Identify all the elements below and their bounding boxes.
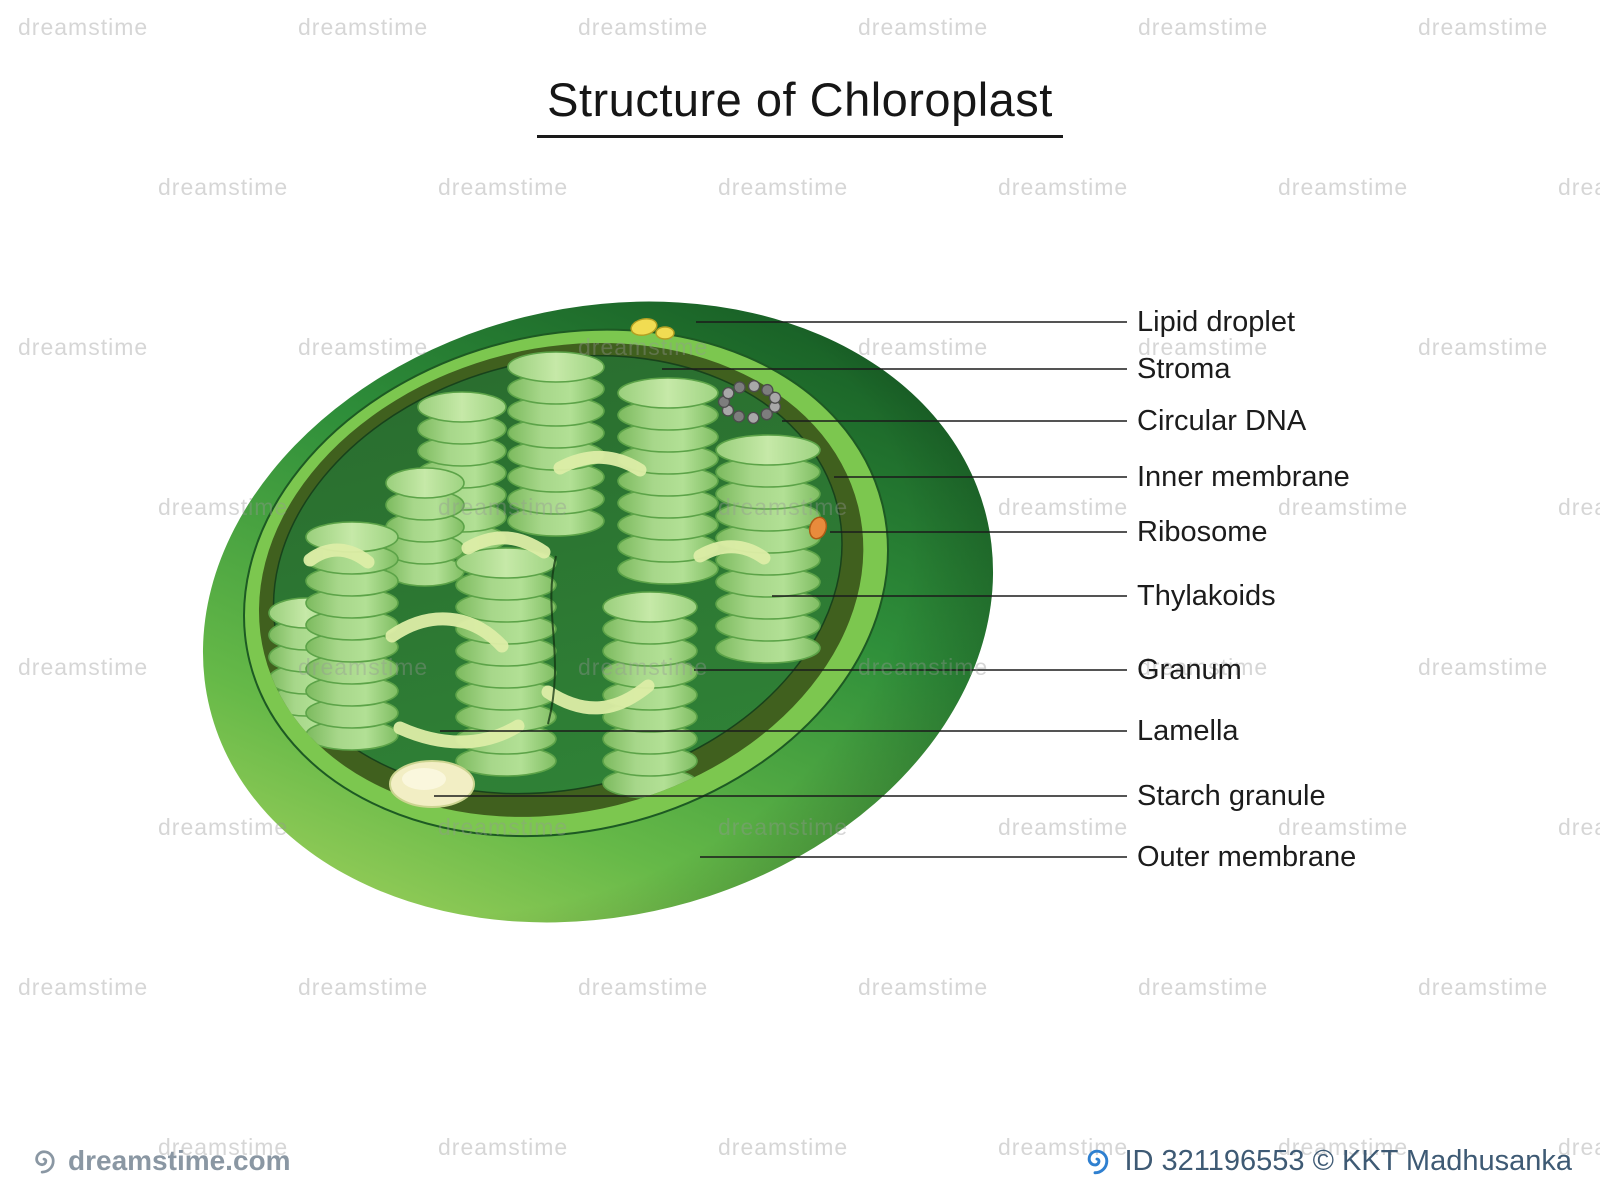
leader-lines [434,321,1127,858]
image-credit: ID 321196553 © KKT Madhusanka [1080,1144,1572,1178]
credit-text: ID 321196553 © KKT Madhusanka [1124,1144,1572,1177]
dreamstime-spiral-icon-blue [1080,1144,1114,1178]
lipid-droplet [630,317,675,340]
granum-stack [715,434,821,664]
granum-stack [507,351,605,537]
lamella-ribbon [393,719,525,749]
label-lamella: Lamella [1137,715,1239,747]
dna-bead [732,410,746,423]
label-granum: Granum [1137,654,1242,686]
thylakoid-disk [507,351,605,383]
lipid-droplet-blob [655,326,675,340]
lamella-ribbon [553,450,647,477]
thylakoid-disk [715,434,821,466]
lamella-ribbon [693,540,771,565]
dreamstime-spiral-icon [28,1145,60,1177]
label-starch-granule: Starch granule [1137,780,1326,812]
starch-granule [389,760,475,808]
label-thylakoids: Thylakoids [1137,580,1276,612]
label-stroma: Stroma [1137,353,1231,385]
thylakoid-disk [455,547,557,579]
label-ribosome: Ribosome [1137,516,1268,548]
dna-bead [747,411,760,425]
dna-bead [733,381,746,394]
circular-dna [717,380,782,425]
granum-stack [602,591,698,799]
dna-bead [761,383,774,397]
starch-granule-highlight [402,768,446,790]
lamella-ribbon [461,531,551,559]
lamella-ribbon [541,679,655,715]
dreamstime-logo: dreamstime.com [28,1145,291,1177]
grana-layer [268,351,821,799]
thylakoid-disk [385,467,465,499]
granum-stack [385,467,465,587]
label-circular-dna: Circular DNA [1137,405,1307,437]
dna-bead [722,387,735,400]
dreamstime-site-text: dreamstime.com [68,1145,291,1176]
lipid-droplet-blob [630,317,658,337]
label-outer-membrane: Outer membrane [1137,841,1357,873]
dna-bead [760,408,773,421]
dna-bead [747,380,761,393]
thylakoid-disk [417,391,507,423]
thylakoid-disk [602,591,698,623]
ribosome-shape [808,516,828,540]
stroma-crease-line [547,555,557,725]
granum-stack [455,547,557,777]
footer-bar: dreamstime.com ID 321196553 © KKT Madhus… [0,1129,1600,1193]
label-inner-membrane: Inner membrane [1137,461,1350,493]
page-title: Structure of Chloroplast [0,72,1600,138]
lamella-ribbon [303,543,375,569]
thylakoid-disk [617,377,719,409]
page-title-text: Structure of Chloroplast [537,72,1063,138]
organelles-layer [389,317,828,808]
label-lipid-droplet: Lipid droplet [1137,306,1295,338]
dna-bead [768,391,782,404]
lamella-ribbon [385,612,509,653]
